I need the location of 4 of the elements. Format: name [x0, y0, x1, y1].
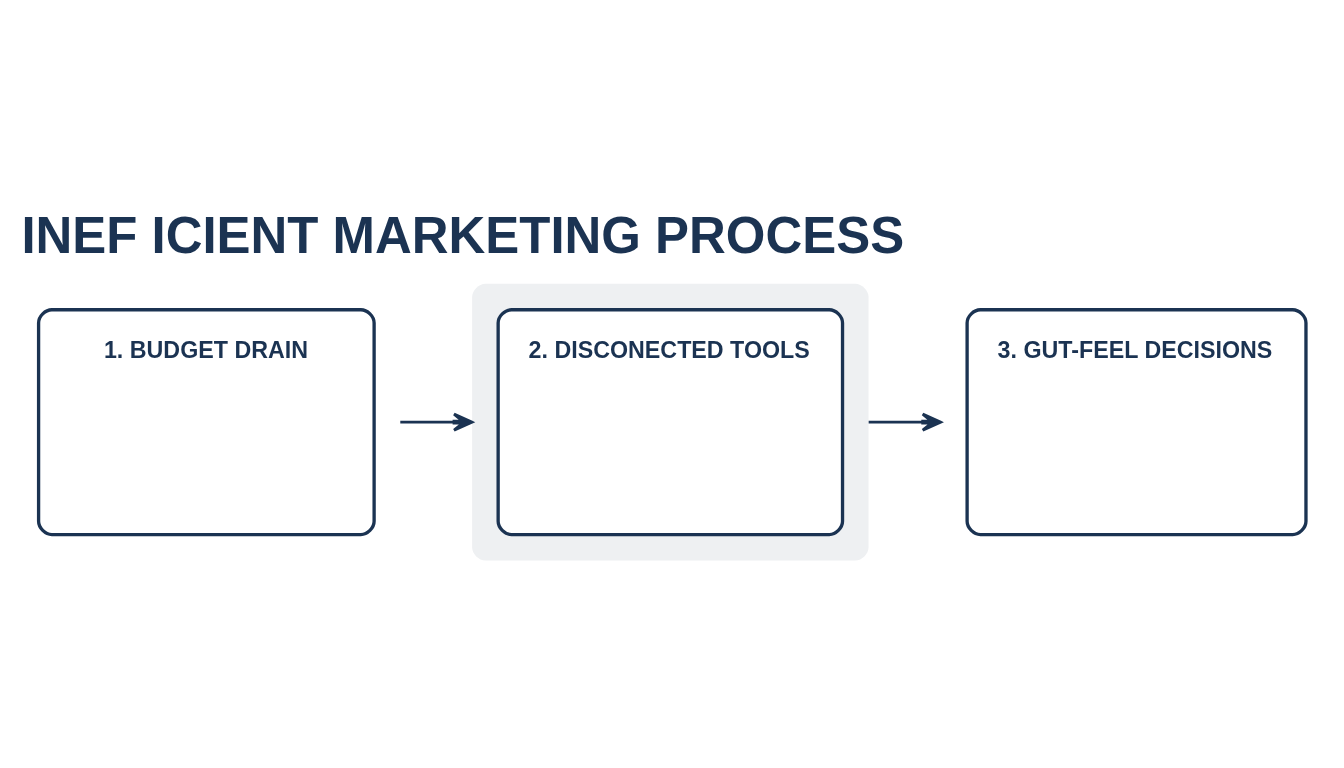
diagram-title: INEF ICIENT MARKETING PROCESS — [21, 206, 905, 263]
node-box: 2. DISCONECTED TOOLS — [472, 283, 869, 561]
arrow — [400, 412, 474, 432]
arrow — [868, 412, 942, 432]
